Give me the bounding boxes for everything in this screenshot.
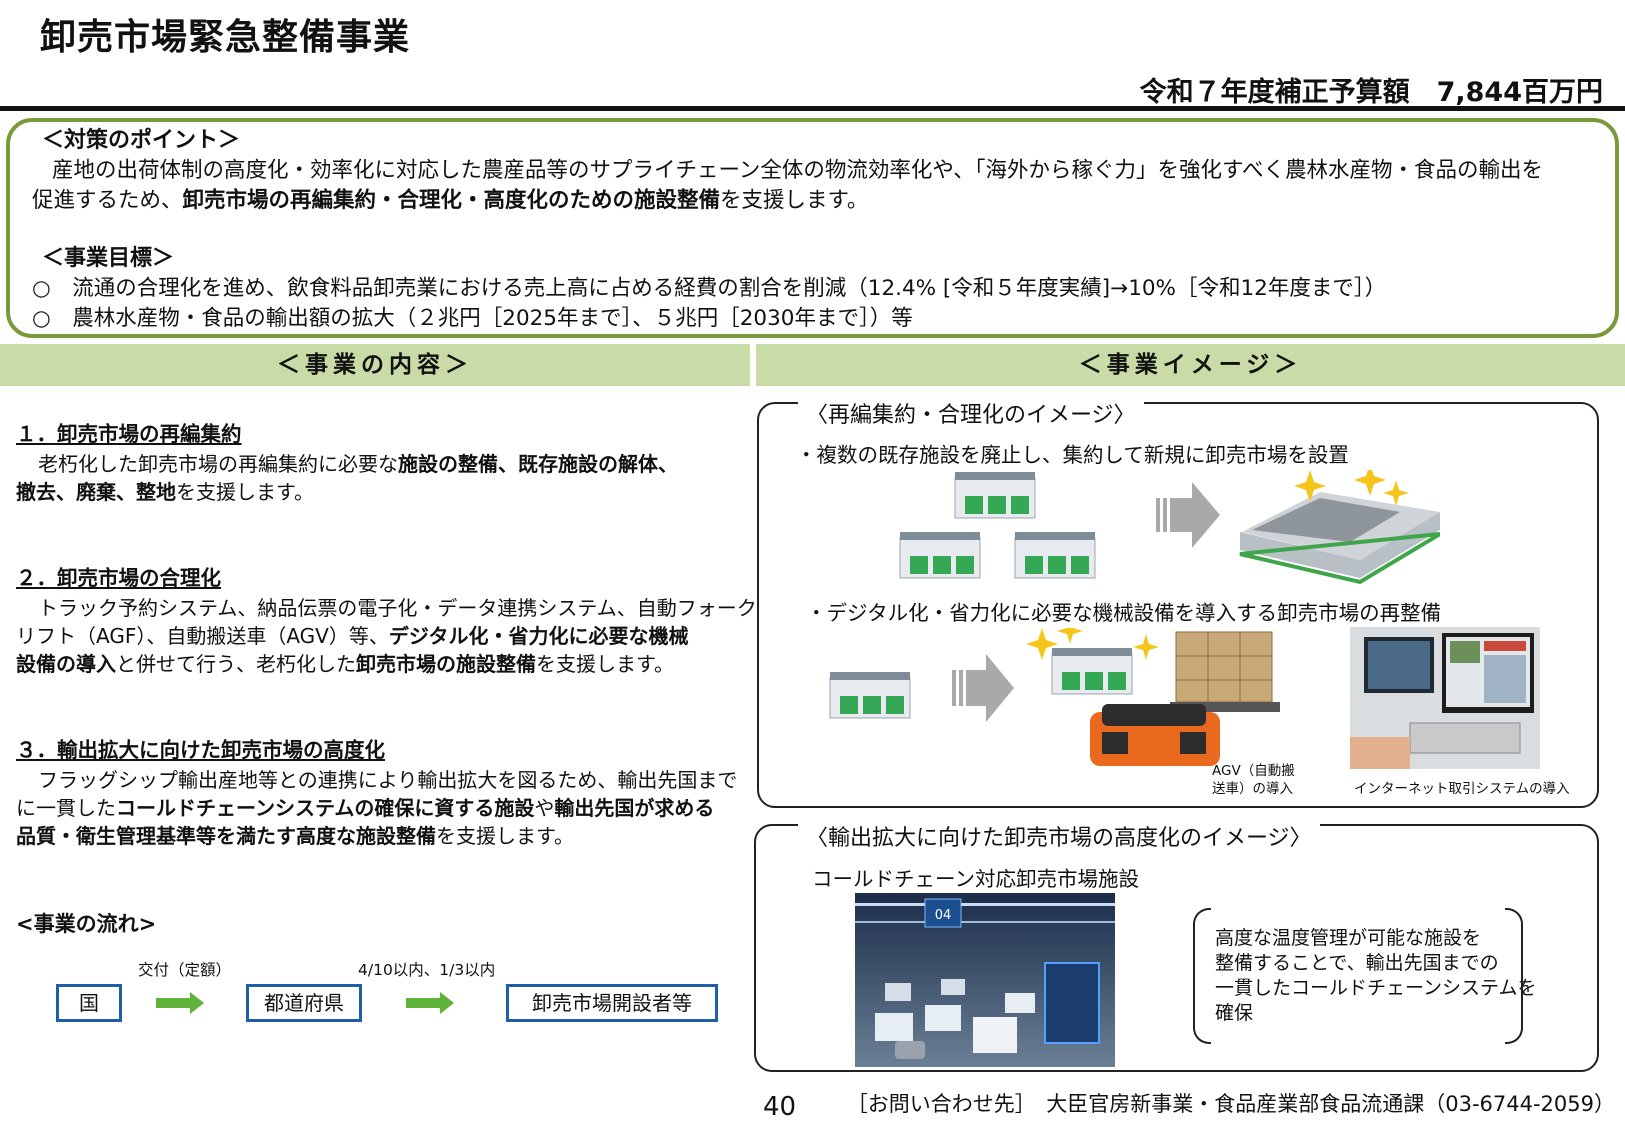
export-caption: 〈輸出拡大に向けた卸売市場の高度化のイメージ〉 <box>798 820 1320 852</box>
points-line-2: 促進するため、卸売市場の再編集約・合理化・高度化のための施設整備を支援します。 <box>32 186 1615 216</box>
points-heading: ＜対策のポイント＞ <box>42 128 241 153</box>
renovated-facility-icon <box>1051 648 1133 695</box>
agv-caption: AGV（自動搬送車）の導入 <box>1212 763 1295 797</box>
online-trading-caption: インターネット取引システムの導入 <box>1354 781 1570 797</box>
old-facility-icon <box>829 672 911 719</box>
cold-chain-desc-4: 確保 <box>1215 1002 1254 1024</box>
cold-chain-desc-3: 一貫したコールドチェーンシステムを <box>1215 977 1537 999</box>
agv-robot-icon <box>1090 631 1280 766</box>
section-2-line-3: 設備の導入と併せて行う、老朽化した卸売市場の施設整備を支援します。 <box>16 652 674 676</box>
transition-arrow-icon <box>952 654 1014 722</box>
facility-sign: 04 <box>935 908 952 923</box>
old-facility-icon <box>1014 532 1096 579</box>
export-subtitle: コールドチェーン対応卸売市場施設 <box>812 867 1139 891</box>
flow-title: <事業の流れ> <box>16 912 157 936</box>
section-2-title: ２．卸売市場の合理化 <box>16 566 221 590</box>
cold-chain-description: 高度な温度管理が可能な施設を 整備することで、輸出先国までの 一貫したコールドチ… <box>1193 908 1537 1044</box>
restructure-caption: 〈再編集約・合理化のイメージ〉 <box>798 397 1144 429</box>
image-bar: ＜事業イメージ＞ <box>756 344 1625 386</box>
section-3: ３．輸出拡大に向けた卸売市場の高度化 フラッグシップ輸出産地等との連携により輸出… <box>16 736 738 850</box>
points-line-2-suffix: を支援します。 <box>720 188 869 213</box>
goal-1: ○ 流通の合理化を進め、飲食料品卸売業における売上高に占める経費の割合を削減（1… <box>32 276 1387 301</box>
points-line-1: 産地の出荷体制の高度化・効率化に対応した農産品等のサプライチェーン全体の物流効率… <box>52 158 1544 183</box>
section-1-line-1: 老朽化した卸売市場の再編集約に必要な施設の整備、既存施設の解体、 <box>38 452 678 476</box>
digitalization-illustration <box>829 628 1280 766</box>
section-3-line-2: に一貫したコールドチェーンシステムの確保に資する施設や輸出先国が求める <box>16 796 715 820</box>
flow-label-rate: 4/10以内、1/3以内 <box>358 961 496 979</box>
flow-arrow-2-icon <box>406 992 454 1014</box>
goal-heading: ＜事業目標＞ <box>42 246 175 271</box>
section-2-line-1: トラック予約システム、納品伝票の電子化・データ連携システム、自動フォーク <box>38 596 757 620</box>
points-line-2-bold: 卸売市場の再編集約・合理化・高度化のための施設整備 <box>182 188 721 213</box>
section-1: １．卸売市場の再編集約 老朽化した卸売市場の再編集約に必要な施設の整備、既存施設… <box>16 420 736 506</box>
points-box: ＜対策のポイント＞ 産地の出荷体制の高度化・効率化に対応した農産品等のサプライチ… <box>6 118 1619 338</box>
new-market-icon <box>1239 492 1440 585</box>
consolidation-illustration <box>899 470 1440 585</box>
points-line-2-prefix: 促進するため、 <box>32 188 183 213</box>
transition-arrow-icon <box>1156 482 1220 548</box>
section-3-line-1: フラッグシップ輸出産地等との連携により輸出拡大を図るため、輸出先国まで <box>38 768 738 792</box>
sparkle-icon <box>1026 628 1159 660</box>
flow-arrow-1-icon <box>156 992 204 1014</box>
cold-chain-desc-2: 整備することで、輸出先国までの <box>1215 952 1499 974</box>
old-facility-icon <box>899 532 981 579</box>
flow-box-country: 国 <box>56 984 122 1022</box>
section-1-title: １．卸売市場の再編集約 <box>16 422 242 446</box>
section-2: ２．卸売市場の合理化 トラック予約システム、納品伝票の電子化・データ連携システム… <box>16 564 757 678</box>
contact-info: ［お問い合わせ先］ 大臣官房新事業・食品産業部食品流通課（03-6744-205… <box>846 1092 1615 1116</box>
online-trading-photo <box>1350 627 1540 769</box>
restructure-bullet-1: ・複数の既存施設を廃止し、集約して新規に卸売市場を設置 <box>796 443 1349 467</box>
header-rule <box>0 106 1625 111</box>
section-3-title: ３．輸出拡大に向けた卸売市場の高度化 <box>16 738 385 762</box>
content-bar: ＜事業の内容＞ <box>0 344 750 386</box>
section-1-line-2: 撤去、廃棄、整地を支援します。 <box>16 480 314 504</box>
goal-2: ○ 農林水産物・食品の輸出額の拡大（２兆円［2025年まで］、５兆円［2030年… <box>32 306 913 331</box>
section-3-line-3: 品質・衛生管理基準等を満たす高度な施設整備を支援します。 <box>16 824 574 848</box>
section-2-line-2: リフト（AGF）、自動搬送車（AGV）等、デジタル化・省力化に必要な機械 <box>16 624 689 648</box>
flow-label-grant: 交付（定額） <box>138 961 232 979</box>
budget-amount: 令和７年度補正予算額 7,844百万円 <box>1139 77 1603 108</box>
flow-box-prefecture: 都道府県 <box>246 984 362 1022</box>
page-title: 卸売市場緊急整備事業 <box>40 17 411 58</box>
cold-chain-facility-photo: 04 <box>855 893 1115 1067</box>
restructure-image-box <box>757 402 1599 808</box>
cold-chain-desc-1: 高度な温度管理が可能な施設を <box>1215 927 1482 949</box>
page-number: 40 <box>763 1092 797 1122</box>
flow-box-market-operator: 卸売市場開設者等 <box>506 984 718 1022</box>
old-facility-icon <box>954 472 1036 519</box>
restructure-bullet-2: ・デジタル化・省力化に必要な機械設備を導入する卸売市場の再整備 <box>806 601 1442 625</box>
sparkle-icon <box>1294 470 1409 506</box>
